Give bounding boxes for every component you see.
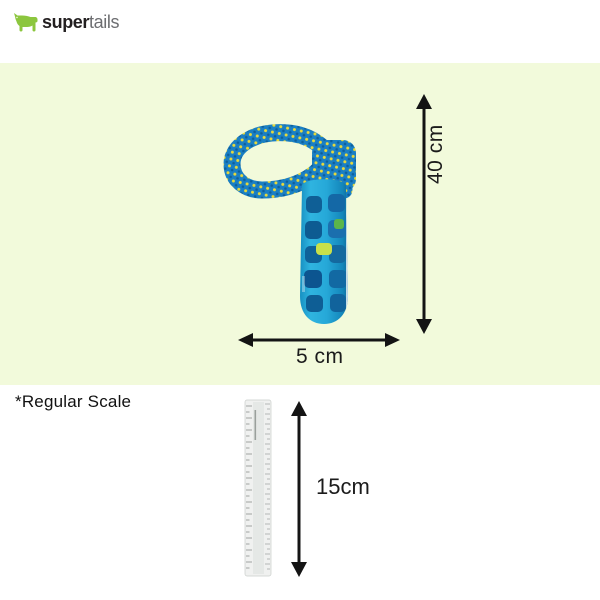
- brand-logo[interactable]: supertails: [13, 10, 119, 34]
- toy-body-holes: [302, 194, 348, 314]
- brand-header: supertails: [0, 0, 600, 63]
- dimension-label-width: 5 cm: [296, 345, 344, 368]
- dog-silhouette-icon: [14, 13, 38, 32]
- dog-toy-illustration: [223, 124, 356, 324]
- toy-body: [300, 179, 348, 324]
- product-image: [196, 78, 396, 343]
- regular-scale-note: *Regular Scale: [15, 392, 132, 411]
- dimension-label-ruler: 15cm: [316, 474, 370, 499]
- dimension-arrow-ruler: [284, 398, 314, 580]
- ruler-icon: [244, 399, 272, 577]
- reference-ruler-image: [240, 398, 280, 578]
- dimension-label-height: 40 cm: [424, 124, 447, 184]
- product-hero-panel: [0, 63, 600, 385]
- rope-handle: [223, 124, 356, 205]
- dimension-arrow-height: [408, 92, 440, 336]
- dimension-arrow-width: [236, 330, 402, 350]
- brand-name-bold: super: [42, 12, 90, 32]
- brand-wordmark: supertails: [42, 13, 119, 31]
- brand-name-light: tails: [89, 12, 120, 32]
